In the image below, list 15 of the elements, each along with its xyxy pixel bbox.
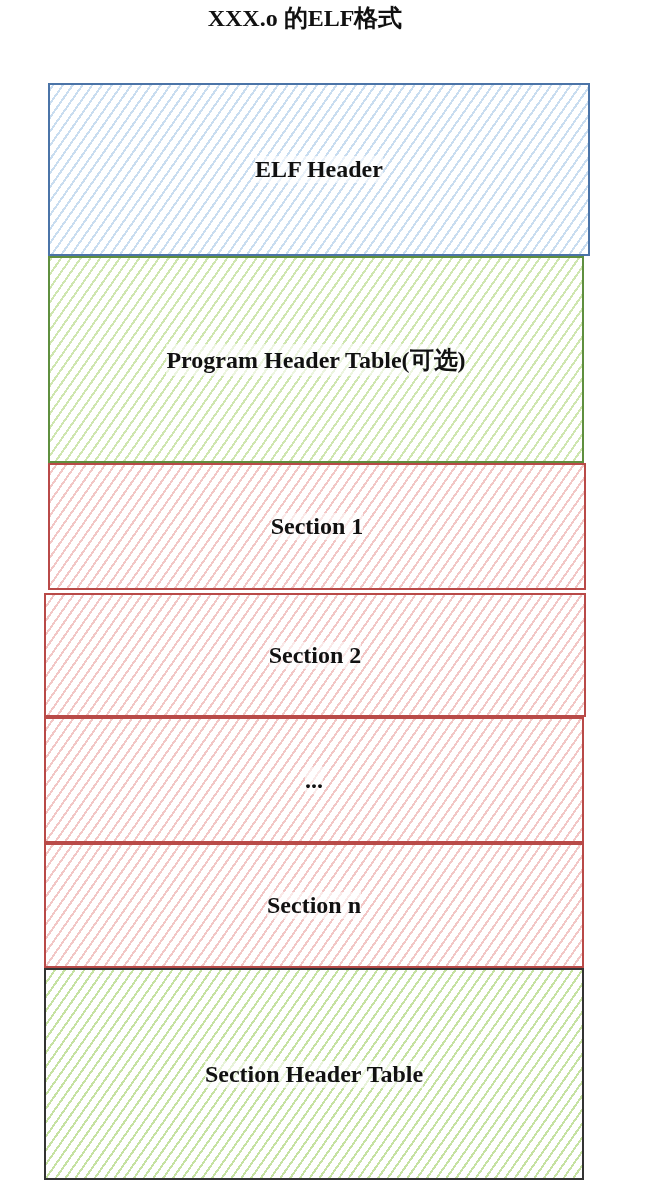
section-box <box>48 463 586 590</box>
box-label: Section 1 <box>270 513 364 540</box>
section-box <box>44 593 586 717</box>
section-box <box>44 717 584 843</box>
section-box <box>44 843 584 968</box>
section-box <box>48 256 584 463</box>
box-label: ... <box>305 766 323 794</box>
box-label: Section n <box>267 892 361 919</box>
section-box <box>48 83 590 256</box>
box-label: ELF Header <box>255 156 383 183</box>
section-box <box>44 968 584 1180</box>
box-label: Section 2 <box>268 641 362 669</box>
title: XXX.o 的ELF格式 <box>206 4 404 33</box>
box-label: Program Header Table(可选) <box>166 343 466 376</box>
box-label: Section Header Table <box>204 1060 424 1088</box>
